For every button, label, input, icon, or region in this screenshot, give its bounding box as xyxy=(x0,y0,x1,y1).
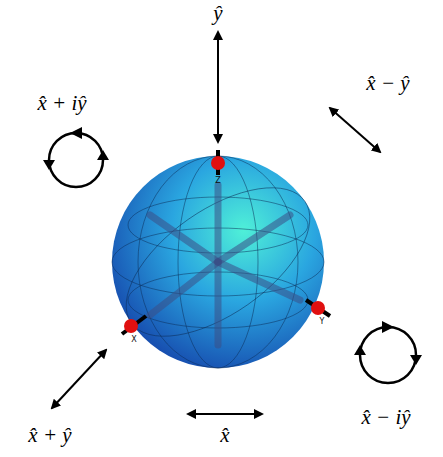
polarization-label: ŷ xyxy=(213,2,222,25)
polarization-label: x̂ xyxy=(220,424,229,447)
state-arrows xyxy=(150,185,300,345)
polarization-label: x̂ − ŷ xyxy=(366,72,409,95)
polarization-label: x̂ − iŷ xyxy=(361,406,410,429)
polarization-arrows xyxy=(52,32,380,414)
axis-label: X xyxy=(131,336,136,345)
polarization-label: x̂ + iŷ xyxy=(37,92,86,115)
sphere-grid xyxy=(101,156,334,368)
polarization-label: x̂ + ŷ xyxy=(28,424,71,447)
circular-arrow-right xyxy=(354,321,422,383)
axis-label: Z xyxy=(215,177,220,186)
axis-dots xyxy=(122,150,330,334)
circular-arrow-left xyxy=(43,127,109,187)
axis-label: Y xyxy=(320,318,325,327)
